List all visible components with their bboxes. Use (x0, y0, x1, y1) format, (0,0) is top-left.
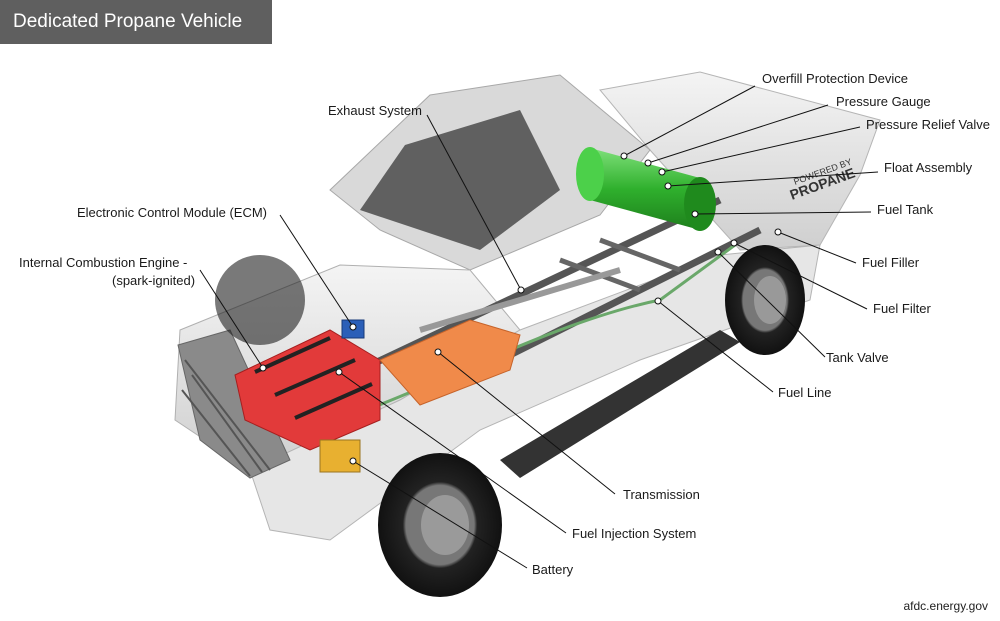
truck-body (174, 71, 881, 541)
label-tank-valve: Tank Valve (826, 350, 889, 365)
transmission (379, 319, 521, 406)
diagram-title: Dedicated Propane Vehicle (0, 0, 272, 44)
label-fuel-line: Fuel Line (778, 385, 832, 400)
source-credit: afdc.energy.gov (903, 599, 989, 613)
battery (319, 439, 361, 473)
label-battery: Battery (532, 562, 574, 577)
label-ecm: Electronic Control Module (ECM) (77, 205, 268, 220)
engine (234, 329, 381, 451)
label-engine-subtitle: (spark-ignited) (112, 273, 196, 288)
label-float-assembly: Float Assembly (884, 160, 973, 175)
leader-dots (259, 152, 782, 465)
label-exhaust-system: Exhaust System (328, 103, 422, 118)
label-fuel-injection-system: Fuel Injection System (572, 526, 697, 541)
label-fuel-filter: Fuel Filter (873, 301, 931, 316)
label-pressure-relief-valve: Pressure Relief Valve (866, 117, 991, 132)
label-transmission: Transmission (623, 487, 700, 502)
label-fuel-filler: Fuel Filler (862, 255, 920, 270)
label-engine: Internal Combustion Engine - (19, 255, 188, 270)
leader-lines (199, 85, 879, 569)
label-overfill-protection: Overfill Protection Device (762, 71, 908, 86)
propane-tank (576, 147, 716, 231)
exhaust-pipe (419, 267, 621, 333)
label-pressure-gauge: Pressure Gauge (836, 94, 931, 109)
label-fuel-tank: Fuel Tank (877, 202, 934, 217)
